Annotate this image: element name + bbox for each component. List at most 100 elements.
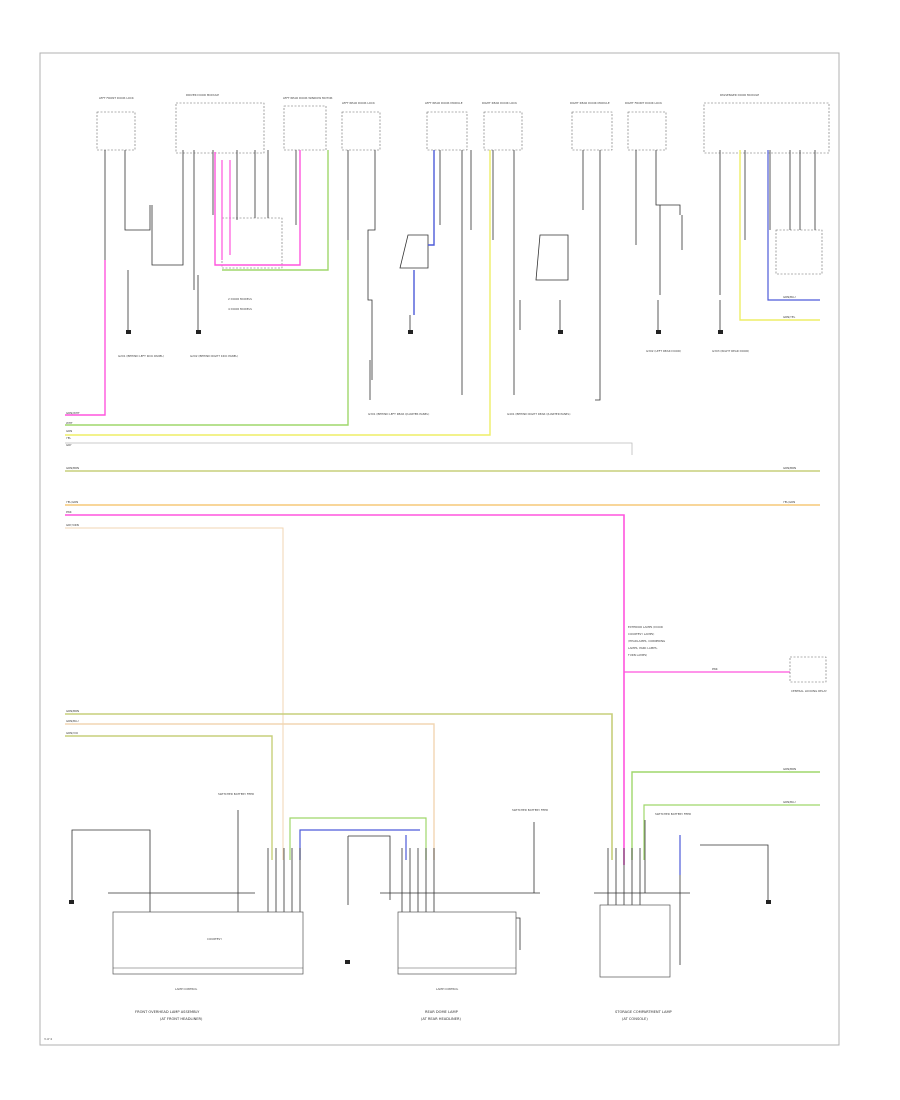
top-label-1: DRIVER DOOR MODULE [186,93,219,97]
wire-front-rear-link [289,817,427,860]
bottom-modules: LAMP CONTROL COURTESY FRONT OVERHEAD LAM… [112,904,673,1021]
rr-door-module-outline [571,111,613,151]
ddm-sub-outline [221,217,283,269]
ground-label-5: G303 (RIGHT REAR DOOR) [712,349,749,353]
ground-g202 [196,330,201,334]
bus-gry-orn [65,527,284,860]
feed-label-0: SWITCHED BATTERY FEED [218,792,254,796]
wire-blue-drops [405,835,681,875]
bus-mid2-label-1: PNK [66,510,72,514]
top-component-labels: LEFT FRONT DOOR LOCK DRIVER DOOR MODULE … [99,93,759,105]
rf-door-lock-outline [627,111,667,151]
connector-bundles [267,848,641,970]
wire-yellow-pdm [739,150,820,321]
lr-door-module-outline [426,111,468,151]
wire-blue-lr-mod [428,150,435,246]
bus-mid-right1-label: GRN/BRN [783,466,796,470]
top-component-outlines [96,102,830,275]
ground-label-2: G301 (BEHIND LEFT REAR QUARTER PANEL) [368,412,429,416]
bus-left-4: GRY [66,443,72,447]
wire-green-lr [65,240,349,426]
bus-left-0: GRN/WHT [66,411,80,415]
mid-note-4: TURN LAMPS) [627,653,647,657]
module-1-label: REAR DOME LAMP [425,1010,459,1014]
module-0-inner: LAMP CONTROL [175,987,198,991]
wire-blue-pdm [767,150,820,301]
ground-g302 [656,330,661,334]
top-label-0: LEFT FRONT DOOR LOCK [99,96,134,100]
bus-mid2-label-2: GRY/ORN [66,523,79,527]
relay-box [789,656,827,683]
mid-bus-labels: GRN/BRN GRN/BRN YEL/GRN PNK GRY/ORN YEL/… [66,466,796,527]
top-label-2: LEFT REAR DOOR WINDOW MOTOR [283,96,333,100]
front-overhead-lamp-module [112,911,304,975]
wire-yellow-rr [65,150,491,436]
feed-label-1: SWITCHED BATTERY FEED [512,808,548,812]
bus-left-2: GRN [66,429,72,433]
top-black-wires [104,150,816,401]
bus-low-label-1: GRN/BLU [66,719,79,723]
bus-top-right-1: GRN/YEL [783,315,796,319]
top-label-5: RIGHT REAR DOOR LOCK [482,101,517,105]
wire-pink-lf [65,260,106,416]
top-grounds [126,330,723,334]
lr-door-lock-outline [341,111,381,151]
wire-pink-ddm2 [221,160,231,260]
bus-pink [65,514,625,865]
bus-mid2-label-0: YEL/GRN [66,500,78,504]
ground-g303 [718,330,723,334]
mid-note-2: (HEADLAMPS, CORNERING [628,639,665,643]
bus-left-3: YEL [66,436,71,440]
passenger-door-module-outline [703,102,830,154]
module-1-sub: (AT REAR HEADLINER) [421,1017,462,1021]
rr-door-lock-outline [483,111,523,151]
module-0-label: FRONT OVERHEAD LAMP ASSEMBLY [135,1010,200,1014]
ground-label-4: G302 (LEFT REAR DOOR) [646,349,681,353]
lr-window-motor-outline [283,105,327,151]
ground-g201 [126,330,131,334]
wire-right-out1 [631,771,820,860]
ground-labels: G201 (BEHIND LEFT KICK PANEL) G202 (BEHI… [118,349,749,416]
ground-g401 [558,330,563,334]
page-ref: 3 of 4 [44,1037,52,1041]
bus-mid1-label: GRN/BRN [66,466,79,470]
bus-low-grn-brn [65,713,613,860]
bus-low-label-2: GRN/VIO [66,731,79,735]
lower-buses [65,713,820,875]
top-label-7: RIGHT FRONT DOOR LOCK [625,101,662,105]
ground-g301 [408,330,413,334]
relay-box-label: CENTRAL LOCKING RELAY [791,689,827,693]
ground-label-1: G202 (BEHIND RIGHT KICK PANEL) [190,354,238,358]
top-label-6: RIGHT REAR DOOR MODULE [570,101,610,105]
mid-note-3: LAMPS, PARK LAMPS, [628,646,658,650]
diagram-frame [39,52,840,1046]
top-label-8: PASSENGER DOOR MODULE [720,93,759,97]
bus-low-grn-vio [65,735,273,860]
bus-right-out1-label: GRN/BRN [783,767,796,771]
lower-bus-labels: GRN/BRN GRN/BLU GRN/VIO GRN/BRN GRN/BLU [66,709,796,804]
module-0-sub: (AT FRONT HEADLINER) [160,1017,203,1021]
mid-note-0: EXTERIOR LAMPS (DOOR [628,625,663,629]
mid-note-1: COURTESY LAMPS) [628,632,654,636]
storage-compartment-lamp-module [599,904,671,978]
module-0-switch: COURTESY [207,937,222,941]
bus-left-1: WHT [66,421,73,425]
ground-label-0: G201 (BEHIND LEFT KICK PANEL) [118,354,164,358]
bus-right-out2-label: GRN/BLU [783,800,796,804]
lower-grounds [69,900,771,964]
wire-green-lr-win [222,150,329,271]
ground-low-1 [69,900,74,904]
top-bus-labels: GRN/WHT WHT GRN YEL GRY GRN/BLU GRN/YEL [66,295,796,447]
ground-label-3: G401 (BEHIND RIGHT REAR QUARTER PANEL) [507,412,570,416]
feed-label-2: SWITCHED BATTERY FEED [655,812,691,816]
module-2-label: STORAGE COMPARTMENT LAMP [615,1010,673,1014]
driver-door-module-outline [175,102,265,154]
legend-item-0: 2 DOOR MODELS [228,297,252,301]
mid-note: EXTERIOR LAMPS (DOOR COURTESY LAMPS) (HE… [624,625,827,693]
module-1-inner: LAMP CONTROL [436,987,459,991]
legend-item-1: 4 DOOR MODELS [228,307,252,311]
top-label-4: LEFT REAR DOOR MODULE [425,101,463,105]
pdm-sub-outline [775,229,823,275]
